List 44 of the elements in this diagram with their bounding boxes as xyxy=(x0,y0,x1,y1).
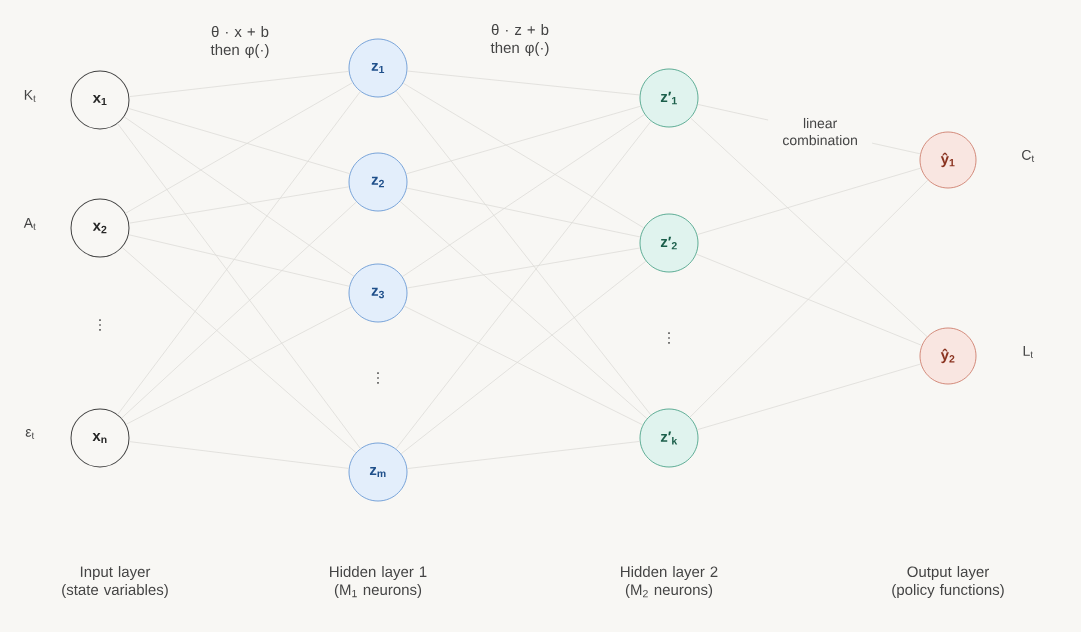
connection-line xyxy=(128,234,350,287)
connection-line xyxy=(121,201,357,419)
connection-line xyxy=(128,70,350,98)
connection-line xyxy=(395,120,652,450)
formula-annotation: θ · z + b then φ(·) xyxy=(490,24,549,56)
connection-line xyxy=(406,187,641,238)
variable-label: L$_{t}$ xyxy=(1023,346,1033,358)
connection-line xyxy=(125,306,353,425)
layer-caption: Output layer (policy functions) xyxy=(892,566,1004,598)
connection-line xyxy=(403,305,644,426)
connection-line xyxy=(125,82,353,214)
layer-caption: Hidden layer 1 (M$_{1}$ neurons) xyxy=(330,566,427,598)
connection-line xyxy=(402,113,645,278)
connection-line xyxy=(400,260,647,455)
edge-label: linear combination xyxy=(768,115,873,148)
ellipsis-dots: ⋮ xyxy=(99,319,101,331)
connection-line xyxy=(117,123,361,449)
connection-line xyxy=(406,247,641,289)
connection-line xyxy=(695,253,923,346)
connection-line xyxy=(117,91,361,415)
variable-label: K$_{t}$ xyxy=(24,90,36,102)
connection-line xyxy=(128,441,350,469)
variable-label: C$_{t}$ xyxy=(1022,150,1035,162)
connection-line xyxy=(690,117,928,338)
ellipsis-dots: ⋮ xyxy=(668,332,670,344)
formula-annotation: θ · x + b then φ(·) xyxy=(210,26,269,58)
connection-line xyxy=(395,90,652,416)
connection-line xyxy=(696,363,922,431)
variable-label: ε$_{t}$ xyxy=(25,429,35,439)
layer-caption: Input layer (state variables) xyxy=(62,566,168,598)
ellipsis-dots: ⋮ xyxy=(377,372,379,384)
connection-line xyxy=(128,186,350,224)
layer-caption: Hidden layer 2 (M$_{2}$ neurons) xyxy=(621,566,718,598)
connection-line xyxy=(696,167,922,235)
connection-line xyxy=(406,70,641,96)
connection-line xyxy=(121,247,357,453)
connection-line xyxy=(405,105,642,175)
connection-line xyxy=(127,107,351,175)
connection-line xyxy=(689,179,929,418)
connection-line xyxy=(123,116,355,277)
connection-line xyxy=(399,201,648,419)
connection-line xyxy=(406,441,641,469)
connection-line xyxy=(402,82,645,229)
variable-label: A$_{t}$ xyxy=(23,218,36,230)
